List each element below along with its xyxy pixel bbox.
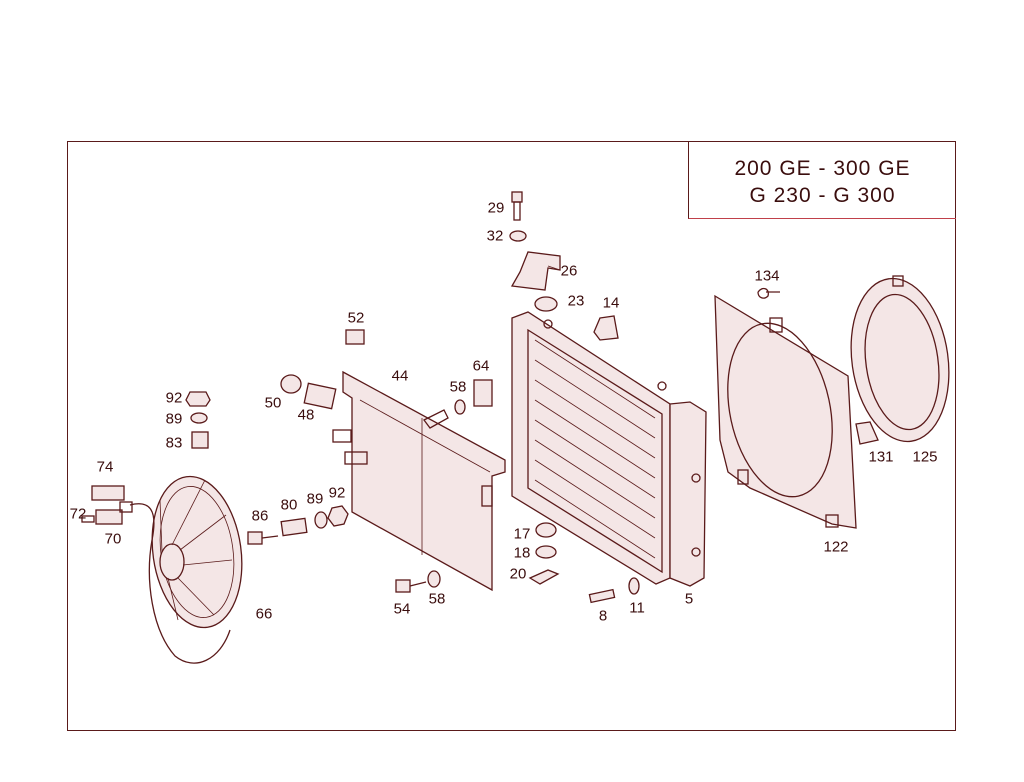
part-label-17[interactable]: 17 [513,525,531,543]
radiator-drawing [511,311,707,587]
part-label-83[interactable]: 83 [165,434,183,452]
part-label-92-left[interactable]: 92 [165,389,183,407]
part-label-122[interactable]: 122 [823,538,849,556]
part-label-52[interactable]: 52 [347,309,365,327]
part-label-134[interactable]: 134 [754,267,780,285]
part-label-26[interactable]: 26 [560,262,578,280]
leader-lines [547,265,561,271]
part-label-14[interactable]: 14 [602,294,620,312]
part-label-32[interactable]: 32 [486,227,504,245]
diagram-frame [67,141,956,731]
part-label-92-right[interactable]: 92 [328,484,346,502]
part-label-86[interactable]: 86 [251,507,269,525]
part-label-89-right[interactable]: 89 [306,490,324,508]
part-label-18[interactable]: 18 [513,544,531,562]
model-title-box: 200 GE - 300 GE G 230 - G 300 [688,141,956,219]
part-label-131[interactable]: 131 [868,448,894,466]
model-line-1: 200 GE - 300 GE [734,157,911,180]
part-label-44[interactable]: 44 [391,367,409,385]
fan-shroud-drawing [714,294,857,529]
part-label-48[interactable]: 48 [297,406,315,424]
part-label-125[interactable]: 125 [912,448,938,466]
connector-drawing [81,485,133,525]
part-label-50[interactable]: 50 [264,394,282,412]
part-label-58-upper[interactable]: 58 [449,378,467,396]
part-label-80[interactable]: 80 [280,496,298,514]
part-label-20[interactable]: 20 [509,565,527,583]
condenser-drawing [332,370,506,592]
part-label-74[interactable]: 74 [96,458,114,476]
electric-fan-drawing [129,475,243,664]
part-label-58-lower[interactable]: 58 [428,590,446,608]
model-line-2: G 230 - G 300 [749,184,896,207]
part-label-66[interactable]: 66 [255,605,273,623]
part-label-64[interactable]: 64 [472,357,490,375]
part-label-70[interactable]: 70 [104,530,122,548]
small-hardware-drawing [185,191,879,604]
part-label-11[interactable]: 11 [629,599,645,617]
part-label-23[interactable]: 23 [567,292,585,310]
part-label-54[interactable]: 54 [393,600,411,618]
part-label-89-left[interactable]: 89 [165,410,183,428]
part-label-8[interactable]: 8 [598,607,608,625]
part-label-5[interactable]: 5 [684,590,694,608]
fan-ring-drawing [850,275,950,443]
part-label-72[interactable]: 72 [69,505,87,523]
part-label-29[interactable]: 29 [487,199,505,217]
